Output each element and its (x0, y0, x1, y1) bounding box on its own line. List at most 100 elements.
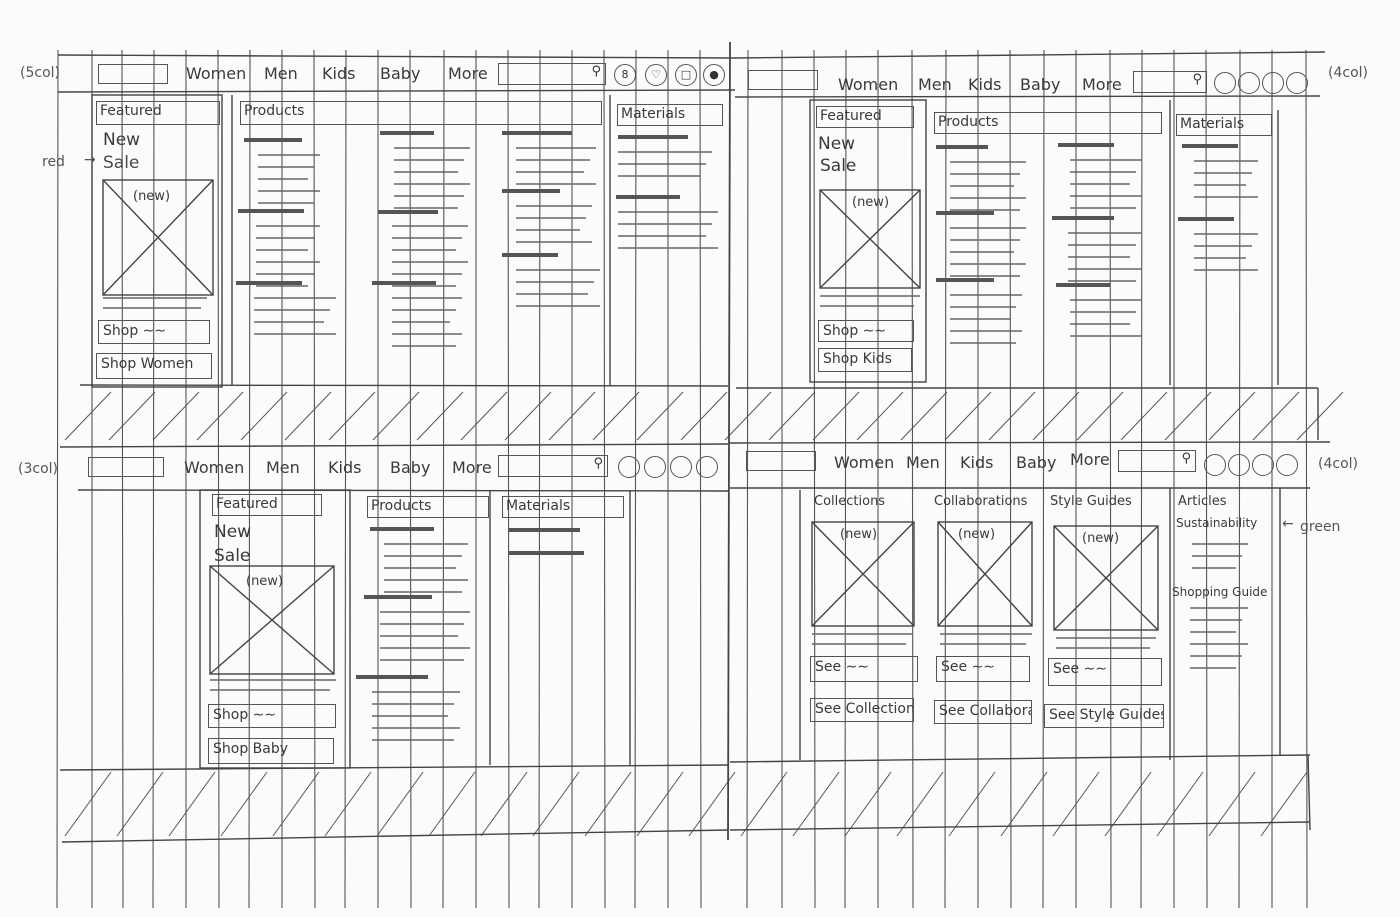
grid-column-line (1238, 49, 1241, 909)
collections-heading: Collections (814, 494, 886, 509)
grid-column-line (409, 49, 412, 909)
image-placeholder (209, 565, 335, 675)
see-collaborations-button[interactable]: See Collaborations (934, 700, 1032, 724)
location-icon[interactable] (696, 456, 718, 478)
hatch-stroke (1104, 771, 1152, 837)
hatch-stroke (856, 391, 904, 441)
nav-men[interactable]: Men (264, 64, 298, 83)
featured-sale[interactable]: Sale (820, 156, 857, 176)
hatch-stroke (116, 771, 164, 837)
nav-more[interactable]: More (452, 458, 492, 477)
nav-kids[interactable]: Kids (322, 64, 356, 83)
hatch-stroke (1156, 771, 1204, 837)
search-icon[interactable]: ⚲ (1192, 72, 1202, 87)
location-icon[interactable]: ● (703, 64, 725, 86)
featured-sale[interactable]: Sale (103, 153, 140, 173)
nav-women[interactable]: Women (184, 458, 245, 477)
nav-women[interactable]: Women (834, 453, 895, 472)
hatch-stroke (680, 391, 728, 441)
hatch-stroke (1208, 771, 1256, 837)
search-input[interactable]: ⚲ (498, 455, 608, 477)
shop-women-button[interactable]: Shop Women (96, 353, 212, 379)
hatch-stroke (1000, 771, 1048, 837)
nav-women[interactable]: Women (186, 64, 247, 83)
hatch-stroke (896, 771, 944, 837)
location-icon[interactable] (1286, 72, 1308, 94)
search-icon[interactable]: ⚲ (593, 456, 603, 471)
hatch-stroke (724, 391, 772, 441)
bag-icon[interactable] (1252, 454, 1274, 476)
see-link[interactable]: See ∼∼ (936, 656, 1030, 682)
frame-line (59, 443, 729, 448)
search-icon[interactable]: ⚲ (591, 64, 601, 79)
nav-men[interactable]: Men (918, 75, 952, 94)
see-link[interactable]: See ∼∼ (1048, 658, 1162, 686)
logo-placeholder[interactable] (88, 457, 164, 477)
nav-more[interactable]: More (448, 64, 488, 83)
search-input[interactable]: ⚲ (498, 63, 606, 85)
materials-header: Materials (502, 496, 624, 518)
squiggle-icon: ∼∼ (971, 659, 996, 675)
heart-icon[interactable] (644, 456, 666, 478)
featured-sale[interactable]: Sale (214, 546, 251, 566)
nav-women[interactable]: Women (838, 75, 899, 94)
logo-placeholder[interactable] (98, 64, 168, 84)
grid-column-line (813, 49, 816, 909)
nav-baby[interactable]: Baby (380, 64, 421, 83)
search-input[interactable]: ⚲ (1133, 71, 1207, 93)
hatch-stroke (740, 771, 788, 837)
nav-kids[interactable]: Kids (968, 75, 1002, 94)
account-icon[interactable] (1214, 72, 1236, 94)
nav-baby[interactable]: Baby (390, 458, 431, 477)
nav-more[interactable]: More (1082, 75, 1122, 94)
heart-icon[interactable] (1238, 72, 1260, 94)
featured-new[interactable]: New (103, 130, 141, 150)
account-icon[interactable] (618, 456, 640, 478)
nav-baby[interactable]: Baby (1020, 75, 1061, 94)
hatch-stroke (152, 391, 200, 441)
grid-column-line (844, 49, 847, 909)
nav-men[interactable]: Men (266, 458, 300, 477)
heart-icon[interactable]: ♡ (645, 64, 667, 86)
bag-icon[interactable] (1262, 72, 1284, 94)
logo-placeholder[interactable] (748, 70, 818, 90)
bag-icon[interactable] (670, 456, 692, 478)
hatch-stroke (844, 771, 892, 837)
search-input[interactable]: ⚲ (1118, 450, 1196, 472)
account-icon[interactable]: 8 (614, 64, 636, 86)
shopping-guide-link[interactable]: Shopping Guide (1172, 585, 1268, 599)
hatch-stroke (1252, 391, 1300, 441)
sustainability-link[interactable]: Sustainability (1176, 516, 1258, 530)
featured-new[interactable]: New (818, 134, 856, 154)
see-link[interactable]: See ∼∼ (810, 656, 918, 682)
articles-heading: Articles (1178, 494, 1227, 509)
see-style-guides-button[interactable]: See Style Guides (1044, 704, 1164, 728)
products-header: Products (240, 101, 602, 125)
search-icon[interactable]: ⚲ (1181, 451, 1191, 466)
frame-line (77, 489, 729, 492)
hatch-stroke (1260, 771, 1308, 837)
shop-kids-button[interactable]: Shop Kids (818, 348, 912, 372)
nav-kids[interactable]: Kids (960, 453, 994, 472)
featured-new[interactable]: New (214, 522, 252, 542)
see-collection-button[interactable]: See Collection (810, 698, 914, 722)
nav-more[interactable]: More (1070, 450, 1110, 469)
shop-baby-button[interactable]: Shop Baby (208, 738, 334, 764)
hatch-stroke (1032, 391, 1080, 441)
shop-link[interactable]: Shop ∼∼ (818, 320, 914, 342)
heart-icon[interactable] (1228, 454, 1250, 476)
shop-link[interactable]: Shop ∼∼ (208, 704, 336, 728)
arrow-icon: ← (1282, 516, 1294, 532)
bag-icon[interactable]: □ (675, 64, 697, 86)
hatch-stroke (636, 391, 684, 441)
location-icon[interactable] (1276, 454, 1298, 476)
logo-placeholder[interactable] (746, 451, 816, 471)
shop-link[interactable]: Shop ∼∼ (98, 320, 210, 344)
nav-kids[interactable]: Kids (328, 458, 362, 477)
nav-men[interactable]: Men (906, 453, 940, 472)
grid-column-line (152, 49, 155, 909)
nav-baby[interactable]: Baby (1016, 453, 1057, 472)
hatch-stroke (64, 391, 112, 441)
account-icon[interactable] (1204, 454, 1226, 476)
image-new-tag: (new) (1082, 531, 1120, 546)
